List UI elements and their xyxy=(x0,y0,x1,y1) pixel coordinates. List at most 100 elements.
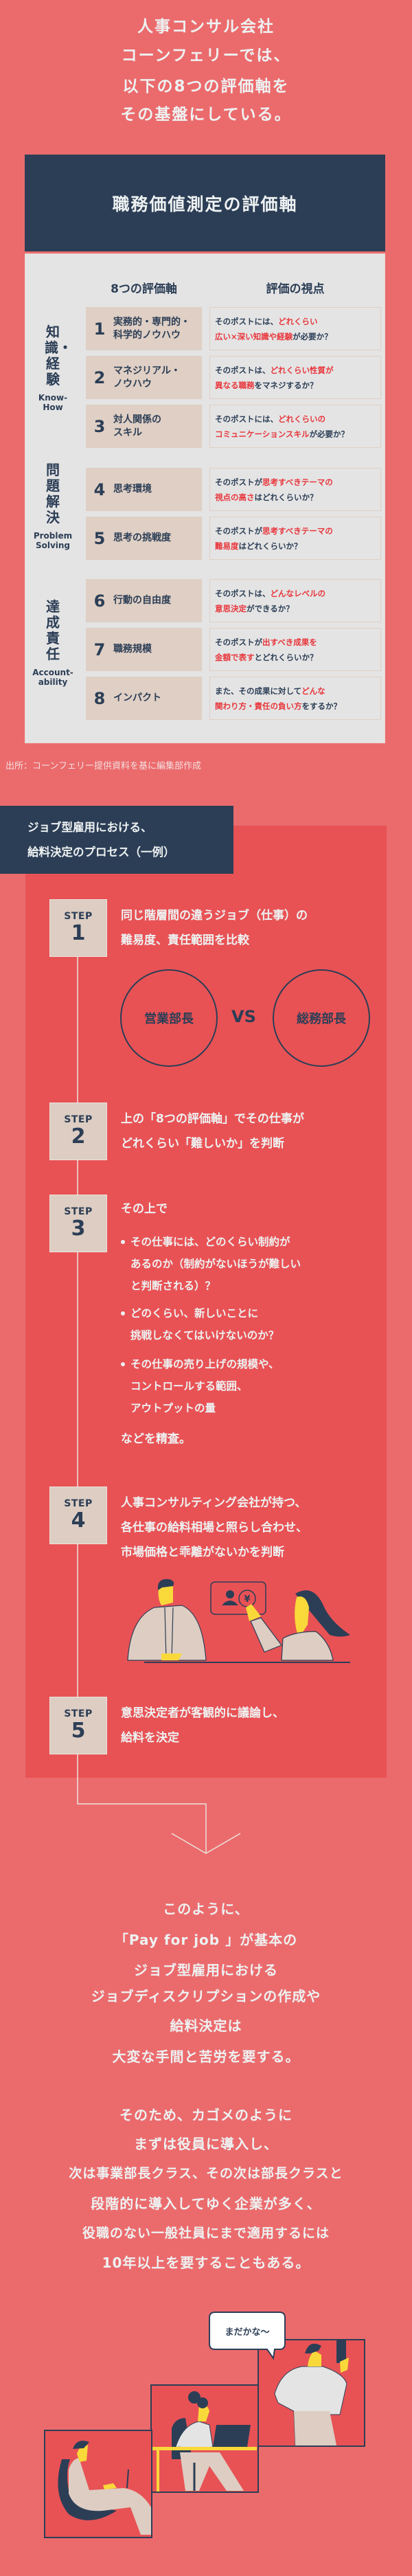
highlight-text: 出すべき成果を xyxy=(262,637,317,647)
view-text: そのポストが xyxy=(215,637,262,647)
view-cell: そのポストは、どれくらい性質が異なる職務をマネジするか？ xyxy=(209,356,381,399)
view-text: をマネジするか？ xyxy=(254,380,318,390)
process-title: ジョブ型雇用における、給料決定のプロセス（一例） xyxy=(0,806,233,874)
axis-name-line: ノウハウ xyxy=(113,378,152,389)
step-text-line: 上の「8つの評価軸」でその仕事が xyxy=(121,1112,304,1126)
step-text-line: 人事コンサルティング会社が持つ、 xyxy=(121,1496,307,1510)
view-cell: そのポストが思考すべきテーマの視点の高さはどれくらいか？ xyxy=(209,468,381,511)
axis-number: 3 xyxy=(93,416,106,436)
view-line: 意思決定ができるか？ xyxy=(215,601,380,616)
step-text: 同じ階層間の違うジョブ（仕事）の難易度、責任範囲を比較 xyxy=(121,903,308,953)
step-number: 5 xyxy=(71,1719,86,1743)
bullet-line: と判断される）？ xyxy=(130,1280,216,1292)
followup-line: 10年以上を要することもある。 xyxy=(102,2255,310,2271)
axis-number: 5 xyxy=(93,528,106,548)
view-text: が必要か？ xyxy=(309,429,350,439)
followup-line: 次は事業部長クラス、その次は部長クラスと xyxy=(69,2166,343,2181)
view-line: 難易度はどれくらいか？ xyxy=(215,539,380,554)
axis-number: 1 xyxy=(93,319,106,339)
step-text-line: 各仕事の給料相場と照らし合わせ、 xyxy=(121,1521,308,1535)
step-number: 4 xyxy=(71,1509,86,1533)
highlight-text: 異なる職務 xyxy=(215,380,255,390)
table-body xyxy=(25,253,385,743)
step-text-line: 市場価格と乖離がないかを判断 xyxy=(121,1546,284,1559)
step-number: 2 xyxy=(71,1125,86,1149)
axis-name-line: マネジリアル・ xyxy=(113,365,181,376)
view-text: また、その成果に対して xyxy=(215,686,302,696)
panel-employee xyxy=(44,2430,152,2538)
axis-cell: 1 実務的・専門的・科学的ノウハウ xyxy=(86,307,202,350)
bullet-line: あるのか（制約がないほうが難しい xyxy=(130,1258,301,1270)
view-text: はどれくらいか？ xyxy=(238,541,302,551)
axis-name: 実務的・専門的・科学的ノウハウ xyxy=(113,316,190,342)
view-text: そのポストには、 xyxy=(215,414,278,424)
bullet-item: その仕事の売り上げの規模や、コントロールする範囲、アウトプットの量 xyxy=(121,1353,279,1419)
highlight-text: 難易度 xyxy=(215,541,239,551)
intro-line: その基盤にしている。 xyxy=(120,106,292,124)
bullet-line: コントロールする範囲、 xyxy=(130,1380,248,1392)
view-line: そのポストが出すべき成果を xyxy=(215,635,380,650)
view-line: 視点の高さはどれくらいか？ xyxy=(215,490,380,505)
process-title-line: ジョブ型雇用における、 xyxy=(27,821,152,834)
yen-symbol: ¥ xyxy=(244,1594,250,1605)
step-text: 意思決定者が客観的に議論し、給料を決定 xyxy=(121,1701,284,1750)
axis-name-line: インパクト xyxy=(113,692,161,703)
step-label: STEP xyxy=(64,1498,93,1509)
axis-name: 職務規模 xyxy=(113,643,152,656)
highlight-text: どんなレベルの xyxy=(270,588,326,598)
view-text: をするか？ xyxy=(301,701,342,711)
consultation-illustration: ¥ xyxy=(127,1579,350,1663)
group-label-jp: 問題解決 xyxy=(46,462,60,526)
highlight-text: 関わり方・責任の負い方 xyxy=(215,701,302,711)
bullet-line: その仕事には、どのくらい制約が xyxy=(130,1236,290,1248)
axis-cell: 3 対人関係のスキル xyxy=(86,405,202,448)
view-line: コミュニケーションスキルが必要か？ xyxy=(215,427,380,442)
conclusion-line: このように、 xyxy=(163,1901,249,1917)
axis-number: 7 xyxy=(93,640,106,659)
axis-number: 8 xyxy=(93,688,106,708)
followup-line: 役職のない一般社員にまで適用するには xyxy=(82,2226,330,2241)
axis-name: 思考の挑戦度 xyxy=(113,532,171,545)
followup-line: まずは役員に導入し、 xyxy=(134,2136,278,2152)
group-label-en: How xyxy=(43,403,63,412)
bullet-line: アウトプットの量 xyxy=(130,1402,216,1414)
compare-left: 営業部長 xyxy=(144,1012,194,1026)
profile-card xyxy=(210,1581,266,1615)
axis-name-line: 実務的・専門的・ xyxy=(113,316,190,328)
axis-name: 対人関係のスキル xyxy=(113,414,161,440)
circle-admin-manager: 総務部長 xyxy=(273,969,370,1067)
axis-name-line: 対人関係の xyxy=(113,414,161,425)
highlight-text: 意思決定 xyxy=(215,603,247,613)
axis-name: マネジリアル・ノウハウ xyxy=(113,365,181,391)
panel-manager xyxy=(150,2384,259,2493)
axis-number: 2 xyxy=(93,368,106,387)
axis-cell: 2 マネジリアル・ノウハウ xyxy=(86,356,202,399)
view-line: 金額で表すとどれくらいか？ xyxy=(215,650,380,665)
waiting-employees-illustration: まだかな〜 xyxy=(44,2312,365,2538)
highlight-text: どれくらいの xyxy=(278,414,325,424)
view-text: とどれくらいか？ xyxy=(254,652,318,662)
followup-line: そのため、カゴメのように xyxy=(119,2107,293,2123)
conclusion-line: ジョブディスクリプションの作成や xyxy=(91,1988,321,2004)
step-label: STEP xyxy=(64,1114,93,1125)
highlight-text: 広い×深い知識や経験 xyxy=(215,331,293,341)
view-cell: また、その成果に対してどんな関わり方・責任の負い方をするか？ xyxy=(209,677,381,720)
axis-name-line: 行動の自由度 xyxy=(113,595,171,606)
step-label: STEP xyxy=(64,1708,93,1719)
step-text-line: 意思決定者が客観的に議論し、 xyxy=(121,1706,284,1720)
axis-number: 4 xyxy=(93,479,106,499)
bullet-item: その仕事には、どのくらい制約があるのか（制約がないほうが難しいと判断される）？ xyxy=(121,1231,301,1297)
speech-bubble-text: まだかな〜 xyxy=(225,2327,269,2338)
highlight-text: 思考すべきテーマの xyxy=(262,526,333,536)
axis-cell: 7 職務規模 xyxy=(86,628,202,671)
vs-label: VS xyxy=(231,1007,256,1026)
view-text: そのポストは、 xyxy=(215,365,271,375)
step-lead: その上で xyxy=(121,1202,168,1216)
view-cell: そのポストが出すべき成果を金額で表すとどれくらいか？ xyxy=(209,628,381,671)
